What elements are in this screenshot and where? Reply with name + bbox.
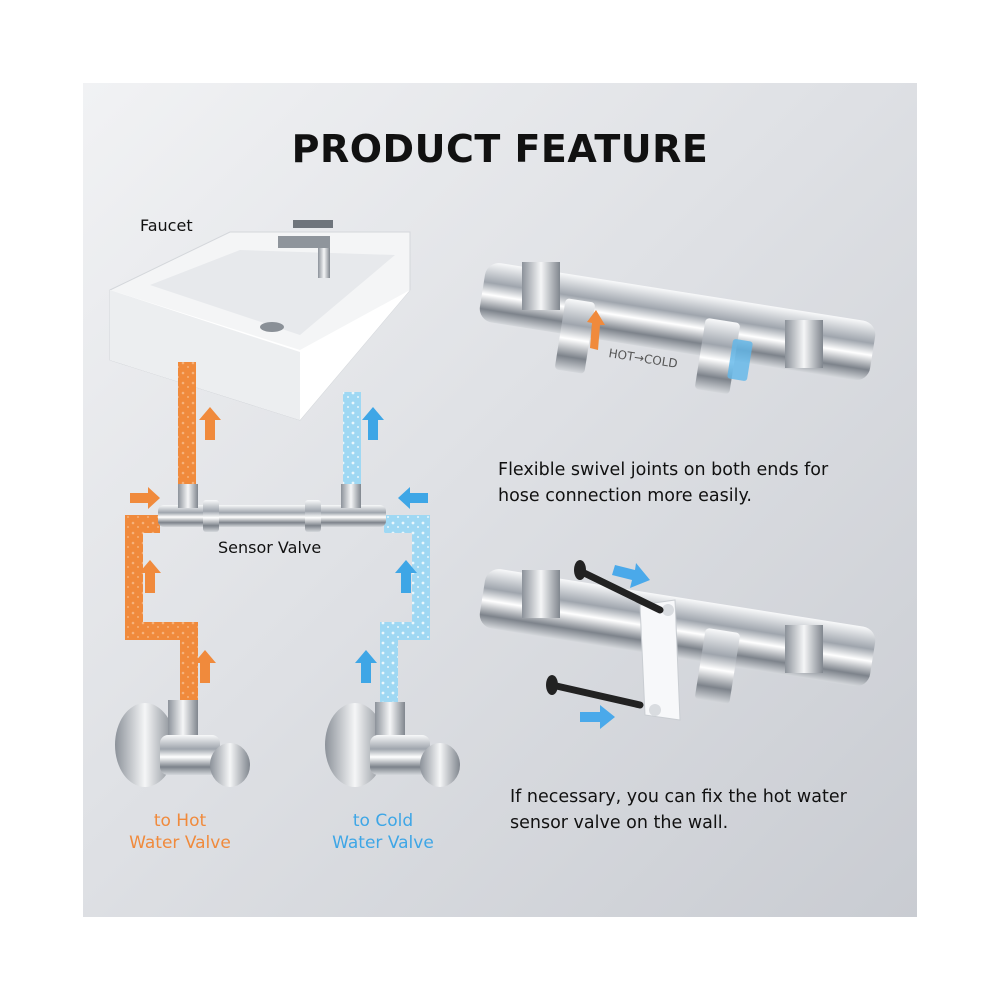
- arrow-left-icon: [398, 487, 428, 509]
- arrow-right-icon: [612, 563, 650, 588]
- angle-valve-icon: [115, 700, 250, 787]
- cold-valve-label-line1: to Cold: [352, 811, 414, 831]
- screw-icon: [546, 675, 644, 709]
- sensor-valve-top: HOT→COLD: [479, 262, 876, 394]
- arrow-right-icon: [130, 487, 160, 509]
- hot-valve-label-line2: Water Valve: [129, 833, 231, 853]
- wall-feature-line2: sensor valve on the wall.: [510, 813, 729, 833]
- swivel-feature-line1: Flexible swivel joints on both ends for: [498, 460, 829, 480]
- swivel-feature-line2: hose connection more easily.: [498, 486, 752, 506]
- sensor-valve-diagram: [158, 484, 386, 532]
- hot-pipe: [125, 362, 198, 705]
- arrow-right-icon: [580, 705, 615, 729]
- faucet-icon: [278, 220, 333, 278]
- cold-pipe: [343, 392, 430, 710]
- screw-icon: [574, 560, 664, 614]
- arrow-up-icon: [355, 650, 377, 683]
- angle-valve-icon: [325, 702, 460, 787]
- sensor-valve-bottom: [479, 569, 876, 704]
- hot-valve-label-line1: to Hot: [153, 811, 207, 831]
- wall-feature-line1: If necessary, you can fix the hot water: [510, 787, 847, 807]
- arrow-up-icon: [362, 407, 384, 440]
- cold-valve-label-line2: Water Valve: [332, 833, 434, 853]
- page-title: PRODUCT FEATURE: [291, 127, 709, 171]
- sensor-valve-label: Sensor Valve: [218, 538, 322, 557]
- swivel-feature-text: Flexible swivel joints on both ends for …: [498, 457, 898, 509]
- arrow-up-icon: [395, 560, 417, 593]
- cold-valve-label: to Cold Water Valve: [303, 810, 463, 854]
- faucet-label: Faucet: [140, 216, 193, 235]
- arrow-up-icon: [139, 560, 161, 593]
- mounting-clip-icon: [639, 599, 681, 721]
- arrow-up-icon: [199, 407, 221, 440]
- arrow-up-icon: [194, 650, 216, 683]
- wall-mount-feature-text: If necessary, you can fix the hot water …: [510, 784, 910, 836]
- sink-icon: [109, 231, 411, 421]
- hot-valve-label: to Hot Water Valve: [100, 810, 260, 854]
